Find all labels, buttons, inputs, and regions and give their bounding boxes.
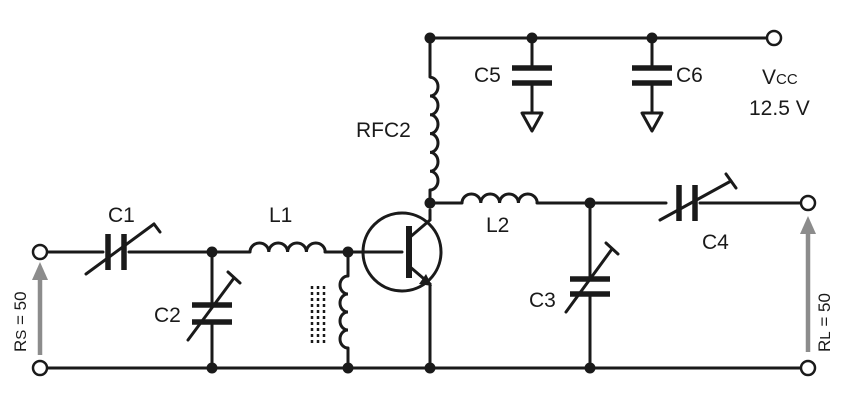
capacitor-c4: [658, 172, 738, 222]
output-terminal-top: [799, 194, 817, 212]
input-terminal-bottom: [31, 359, 49, 377]
junction-dot: [342, 362, 354, 374]
inductor-l2: [460, 192, 539, 204]
transistor-q1: [361, 208, 443, 370]
input-terminal-top: [31, 243, 49, 261]
label-c4: C4: [702, 231, 729, 254]
source-impedance-arrow: [32, 262, 48, 355]
label-c5: C5: [474, 64, 501, 87]
capacitor-c6: [632, 65, 672, 86]
junction-dot: [646, 32, 658, 44]
inductor-rfc2: [429, 75, 440, 192]
junction-dot: [424, 362, 436, 374]
junction-dot: [526, 32, 538, 44]
label-load-impedance: RL = 50: [815, 293, 834, 352]
label-vcc-value: 12.5 V: [749, 97, 810, 120]
ferrite-core-lines: [310, 286, 326, 346]
label-c2: C2: [154, 304, 181, 327]
load-impedance-arrow: [800, 216, 816, 352]
capacitor-c3: [564, 241, 620, 314]
junction-dot: [584, 197, 596, 209]
junction-dot: [206, 246, 218, 258]
junction-dot: [424, 32, 436, 44]
junction-dot: [584, 362, 596, 374]
vcc-terminal: [765, 29, 783, 47]
junction-dot: [342, 246, 354, 258]
base-choke-coil: [338, 274, 349, 350]
label-vcc: VCC: [762, 66, 798, 89]
capacitor-c2: [186, 270, 242, 342]
label-source-impedance: RS = 50: [11, 291, 30, 352]
output-terminal-bottom: [799, 359, 817, 377]
label-c6: C6: [676, 64, 703, 87]
junction-dot: [206, 362, 218, 374]
ground-symbol-c5: [520, 111, 544, 133]
inductor-l1: [248, 241, 327, 253]
ground-symbol-c6: [640, 111, 664, 133]
capacitor-c5: [512, 65, 552, 86]
capacitor-c1: [84, 222, 162, 276]
label-c1: C1: [108, 204, 135, 227]
junction-dot: [424, 197, 436, 209]
label-c3: C3: [529, 289, 556, 312]
label-l2: L2: [486, 214, 509, 237]
label-rfc2: RFC2: [356, 119, 411, 142]
label-l1: L1: [269, 204, 292, 227]
